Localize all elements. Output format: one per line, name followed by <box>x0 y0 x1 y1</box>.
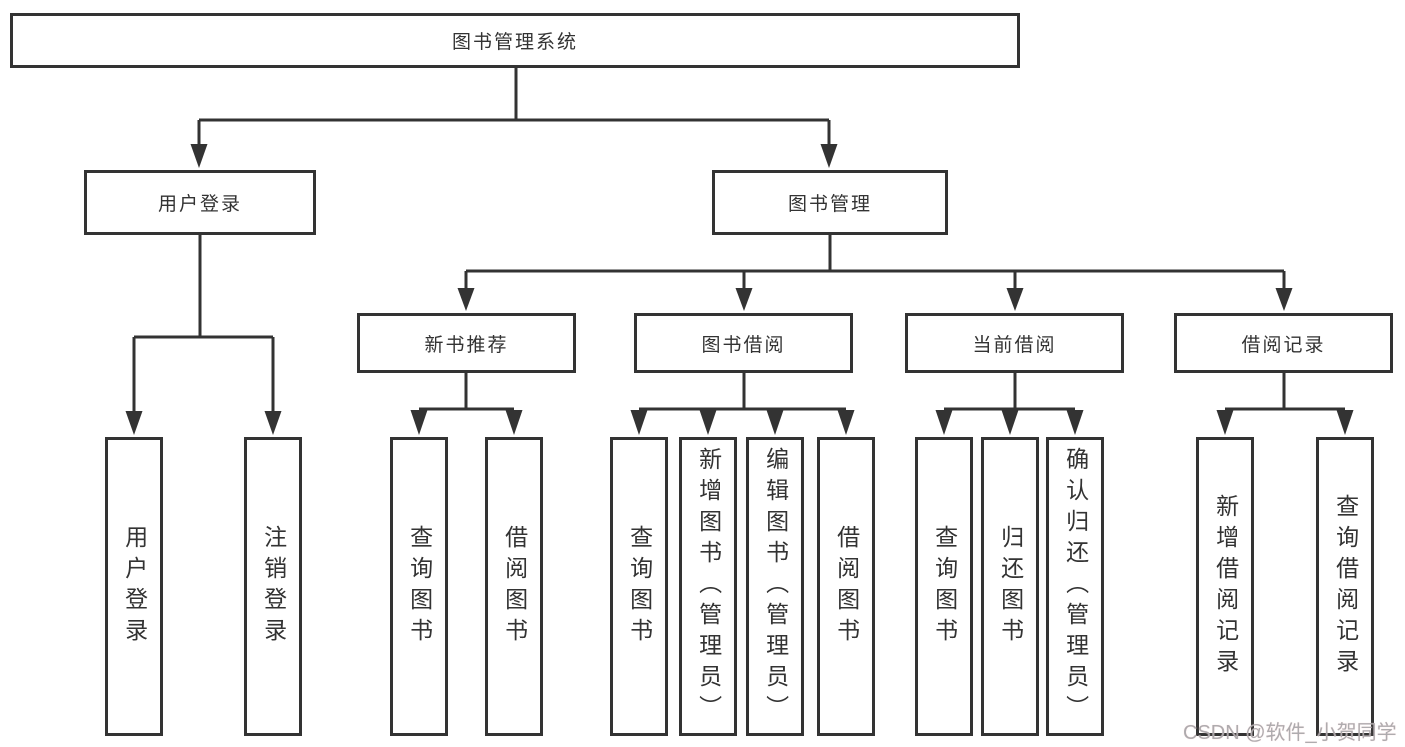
csdn-watermark: CSDN @软件_小贺同学 <box>1183 722 1397 744</box>
arrowhead-nb-borrow <box>505 410 523 435</box>
edge-book-management-branch <box>464 234 1286 290</box>
node-book-borrow: 图书借阅 <box>634 313 853 373</box>
node-borrow-records: 借阅记录 <box>1174 313 1393 373</box>
arrowhead-borrow-records <box>1275 288 1293 311</box>
node-label: 用户登录 <box>157 194 242 215</box>
node-label: 借阅记录 <box>1241 334 1326 356</box>
node-label: 图书管理系统 <box>451 32 578 53</box>
arrowhead-cb-confirm <box>1066 410 1084 435</box>
edge-root-to-level2 <box>197 68 831 146</box>
arrowhead-current-borrow <box>1006 288 1024 311</box>
node-label: 新增图书（管理员） <box>695 447 722 726</box>
node-label: 借阅图书 <box>833 524 860 649</box>
leaf-logout: 注销登录 <box>244 437 302 736</box>
arrowhead-leaf-logout <box>264 411 282 435</box>
edge-user-login-branch <box>132 234 275 412</box>
leaf-add-books-admin: 新增图书（管理员） <box>679 437 737 736</box>
node-label: 用户登录 <box>121 524 148 649</box>
node-label: 查询图书 <box>931 524 958 649</box>
arrowhead-cb-return <box>1001 410 1019 435</box>
arrowhead-bb-add <box>699 410 717 435</box>
arrowhead-book-borrow <box>735 288 753 311</box>
node-label: 注销登录 <box>260 524 287 649</box>
arrowhead-leaf-login <box>125 411 143 435</box>
arrowhead-new-book <box>457 288 475 311</box>
leaf-user-login: 用户登录 <box>105 437 163 736</box>
edge-borrow-records-leaves <box>1225 373 1345 411</box>
node-current-borrow: 当前借阅 <box>905 313 1124 373</box>
leaf-return-books: 归还图书 <box>981 437 1039 736</box>
arrowhead-nb-query <box>410 410 428 435</box>
node-label: 确认归还（管理员） <box>1062 447 1089 726</box>
node-library-management-system: 图书管理系统 <box>10 13 1020 68</box>
node-label: 编辑图书（管理员） <box>762 447 789 726</box>
leaf-confirm-return-admin: 确认归还（管理员） <box>1046 437 1104 736</box>
edge-current-borrow-leaves <box>944 373 1075 411</box>
edge-new-book-leaves <box>419 373 514 411</box>
node-book-management: 图书管理 <box>712 170 948 235</box>
arrowhead-user-login <box>190 144 208 168</box>
leaf-query-borrow-record: 查询借阅记录 <box>1316 437 1374 736</box>
leaf-borrow-books-nb: 借阅图书 <box>485 437 543 736</box>
arrowhead-bb-edit <box>766 410 784 435</box>
node-label: 图书借阅 <box>701 334 786 356</box>
leaf-borrow-books-bb: 借阅图书 <box>817 437 875 736</box>
arrowhead-cb-query <box>935 410 953 435</box>
node-label: 查询图书 <box>626 524 653 649</box>
leaf-query-books-bb: 查询图书 <box>610 437 668 736</box>
arrowhead-br-query <box>1336 410 1354 435</box>
node-label: 查询图书 <box>406 524 433 649</box>
leaf-query-books-cb: 查询图书 <box>915 437 973 736</box>
arrowhead-book-management <box>820 144 838 168</box>
node-label: 查询借阅记录 <box>1332 493 1359 680</box>
node-user-login: 用户登录 <box>84 170 316 235</box>
edge-book-borrow-leaves <box>639 373 846 411</box>
arrowhead-br-add <box>1216 410 1234 435</box>
node-label: 借阅图书 <box>501 524 528 649</box>
node-label: 新增借阅记录 <box>1212 493 1239 680</box>
leaf-query-books-nb: 查询图书 <box>390 437 448 736</box>
node-label: 图书管理 <box>787 194 872 215</box>
leaf-add-borrow-record: 新增借阅记录 <box>1196 437 1254 736</box>
arrowhead-bb-borrow <box>837 410 855 435</box>
arrowhead-bb-query <box>630 410 648 435</box>
node-new-book-recommend: 新书推荐 <box>357 313 576 373</box>
node-label: 新书推荐 <box>424 334 509 356</box>
leaf-edit-books-admin: 编辑图书（管理员） <box>746 437 804 736</box>
node-label: 归还图书 <box>997 524 1024 649</box>
node-label: 当前借阅 <box>972 334 1057 356</box>
